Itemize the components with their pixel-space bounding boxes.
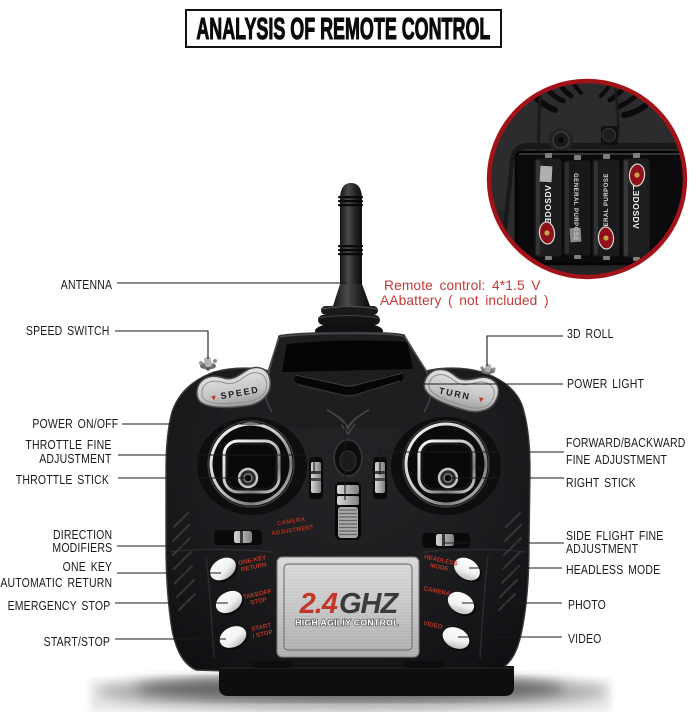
svg-text:GHZ: GHZ: [339, 588, 400, 620]
svg-text:MODE: MODE: [429, 562, 449, 573]
svg-text:LƎDOSDV: LƎDOSDV: [631, 185, 641, 230]
svg-text:2.4: 2.4: [299, 588, 338, 620]
svg-text:STOP: STOP: [250, 596, 268, 606]
svg-text:GENERAL PURPOSE: GENERAL PURPOSE: [572, 173, 578, 241]
svg-text:START: START: [251, 622, 272, 633]
svg-text:▼: ▼: [209, 393, 218, 403]
svg-text:LƎDOSDV: LƎDOSDV: [543, 185, 553, 230]
svg-text:VIDEO: VIDEO: [423, 620, 443, 631]
svg-text:/ STOP: / STOP: [252, 629, 273, 640]
svg-text:▼: ▼: [476, 395, 486, 405]
svg-text:HIGH AGILIY CONTROL: HIGH AGILIY CONTROL: [295, 618, 399, 628]
svg-text:CAMERA: CAMERA: [277, 517, 307, 527]
svg-text:GENERAL PURPOSE: GENERAL PURPOSE: [604, 173, 610, 241]
